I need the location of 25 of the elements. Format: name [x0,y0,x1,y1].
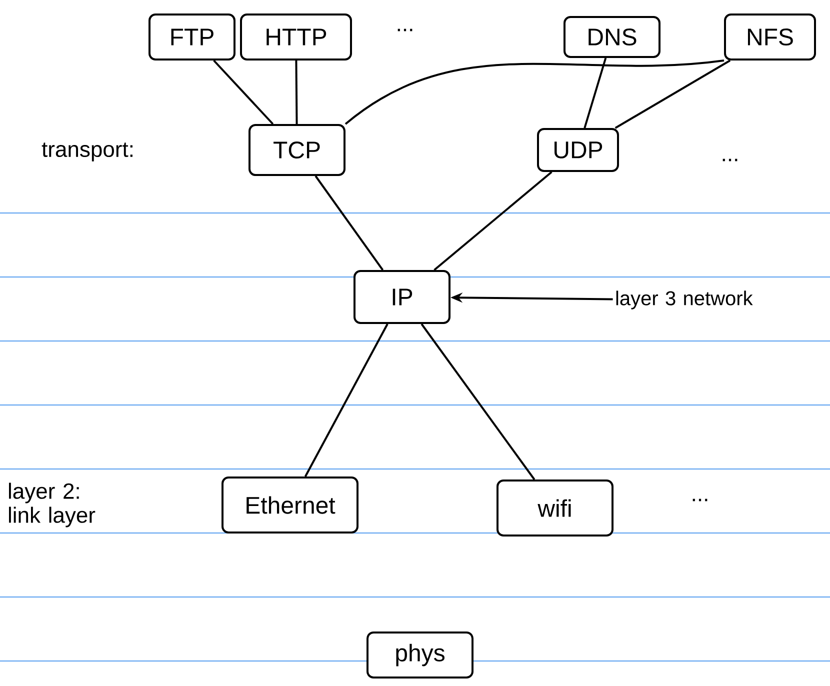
layer-label: transport: [42,142,132,162]
layer-label: layer 2: link layer [9,482,96,528]
protocol-box: Ethernet [222,476,358,534]
connector-line [434,171,552,271]
ellipsis-text: ... [398,28,412,32]
connector-line [420,323,536,480]
protocol-box: wifi [496,480,614,536]
protocol-box: NFS [724,14,816,60]
connector-line [295,60,298,124]
connector-line [304,324,388,477]
protocol-box: phys [366,632,474,678]
ellipsis-text: ... [722,158,738,162]
connector-line [344,60,724,125]
connector-line [213,60,274,125]
connector-line [614,60,731,129]
protocol-box: FTP [148,14,236,60]
protocol-box: UDP [537,128,619,172]
protocol-box: IP [354,270,450,324]
annotation-text: layer 3 network [616,290,753,310]
ellipsis-text: ... [692,498,708,502]
protocol-box: TCP [248,124,346,176]
connector-line [584,58,607,128]
protocol-box: HTTP [240,14,352,60]
connector-line [314,175,384,271]
protocol-box: DNS [564,16,660,58]
